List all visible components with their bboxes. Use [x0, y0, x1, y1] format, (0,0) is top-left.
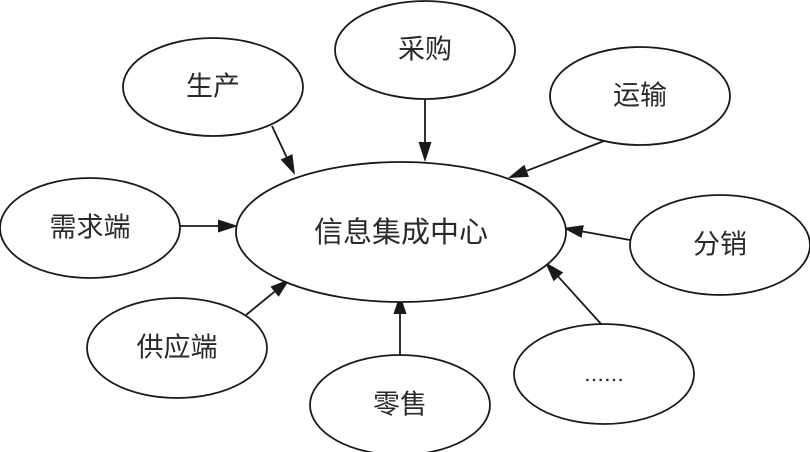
- arrowhead-icon: [508, 164, 529, 178]
- edge-production-to-center: [271, 125, 288, 158]
- distribution-ellipse: [629, 194, 810, 296]
- transport-ellipse: [549, 46, 731, 146]
- arrowhead-icon: [418, 142, 432, 162]
- retail-ellipse: [309, 354, 491, 452]
- node-more: ……: [513, 323, 695, 425]
- edge-more-to-center: [557, 276, 603, 326]
- edge-distribution-to-center: [582, 230, 631, 241]
- arrowhead-icon: [218, 219, 238, 233]
- center-label: 信息集成中心: [314, 215, 488, 249]
- edges-layer: [180, 99, 631, 355]
- distribution-label: 分销: [693, 230, 747, 261]
- arrowhead-icon: [545, 262, 564, 282]
- node-demand: 需求端: [0, 177, 181, 279]
- demand-ellipse: [0, 177, 181, 279]
- demand-label: 需求端: [50, 213, 131, 244]
- node-retail: 零售: [309, 354, 491, 452]
- transport-label: 运输: [613, 81, 667, 112]
- production-ellipse: [122, 37, 304, 137]
- procurement-ellipse: [334, 0, 516, 100]
- arrowhead-icon: [563, 225, 584, 238]
- supply-ellipse: [86, 297, 268, 399]
- node-supply: 供应端: [86, 297, 268, 399]
- more-ellipse: [513, 323, 695, 425]
- edge-transport-to-center: [526, 140, 605, 172]
- production-label: 生产: [186, 72, 240, 103]
- center-ellipse: [235, 161, 567, 303]
- node-center: 信息集成中心: [235, 161, 567, 303]
- arrowhead-icon: [280, 154, 295, 175]
- node-transport: 运输: [549, 46, 731, 146]
- retail-label: 零售: [373, 390, 427, 421]
- procurement-label: 采购: [398, 35, 452, 66]
- supply-label: 供应端: [137, 333, 218, 364]
- edge-supply-to-center: [245, 290, 276, 316]
- node-procurement: 采购: [334, 0, 516, 100]
- arrowhead-icon: [393, 294, 407, 314]
- arrowhead-icon: [270, 279, 290, 297]
- node-distribution: 分销: [629, 194, 810, 296]
- node-production: 生产: [122, 37, 304, 137]
- more-label: ……: [584, 362, 624, 386]
